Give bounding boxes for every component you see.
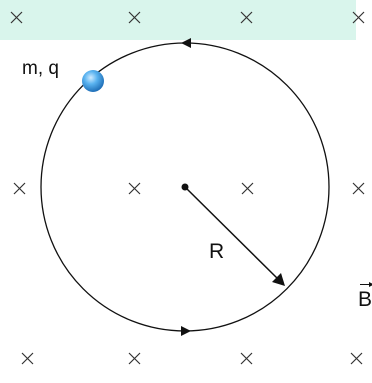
cross-icon [352,11,365,24]
particle-label: m, q [22,58,59,79]
field-crosses [10,11,365,365]
arrowhead-icon [181,326,191,336]
cross-icon [13,182,26,195]
cross-icon [128,352,141,365]
cross-icon [10,11,23,24]
cross-icon [352,182,365,195]
cross-icon [128,11,141,24]
particle-ball [82,70,104,92]
vector-arrow-icon [360,282,372,287]
cross-icon [21,352,34,365]
arrowhead-icon [272,273,285,286]
cross-icon [240,11,253,24]
cross-icon [128,182,141,195]
cross-icon [240,352,253,365]
radius-vector [181,183,285,286]
cross-icon [241,182,254,195]
radius-label: R [209,240,225,263]
arrowhead-icon [181,38,191,48]
top-highlight-band [0,0,356,40]
cross-icon [350,352,363,365]
field-label: B [358,288,372,311]
